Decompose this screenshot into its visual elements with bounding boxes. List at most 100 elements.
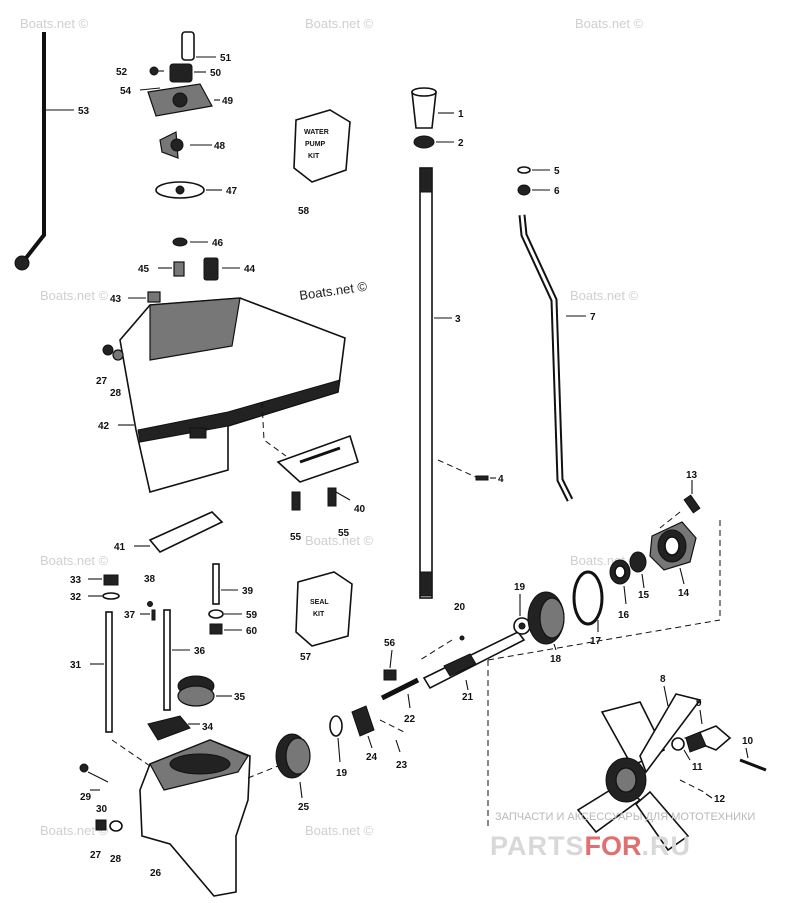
kit-label-pump: PUMP (305, 141, 326, 148)
watermark: Boats.net © (570, 288, 639, 303)
label-28: 28 (110, 388, 122, 399)
part-25-forward-gear (275, 733, 311, 799)
label-56: 56 (384, 638, 396, 649)
kit-label-kit: KIT (313, 611, 325, 618)
part-41-gasket (134, 511, 224, 553)
label-12: 12 (714, 794, 726, 805)
label-46: 46 (212, 238, 224, 249)
label-4: 4 (498, 474, 504, 485)
brand-name-parts: PARTS (490, 831, 585, 861)
part-34-retainer (147, 715, 200, 741)
label-32: 32 (70, 592, 82, 603)
label-42: 42 (98, 421, 110, 432)
watermark-layer: Boats.net © Boats.net © Boats.net © Boat… (20, 16, 644, 838)
label-25: 25 (298, 802, 310, 813)
watermark: Boats.net © (305, 823, 374, 838)
label-19: 19 (514, 582, 526, 593)
watermark-main: Boats.net © (298, 279, 368, 303)
label-38: 38 (144, 574, 156, 585)
label-1: 1 (458, 109, 464, 120)
label-54: 54 (120, 86, 132, 97)
label-21: 21 (462, 692, 474, 703)
assembly-lines (419, 520, 721, 830)
label-49: 49 (222, 96, 234, 107)
label-23: 23 (396, 760, 408, 771)
label-59: 59 (246, 610, 258, 621)
part-40-trim-tab (261, 401, 359, 511)
label-9: 9 (696, 698, 702, 709)
label-34: 34 (202, 722, 214, 733)
label-50: 50 (210, 68, 222, 79)
label-41: 41 (114, 542, 126, 553)
part-8-propeller (576, 685, 702, 852)
label-60: 60 (246, 626, 258, 637)
label-3: 3 (455, 314, 461, 325)
label-37: 37 (124, 610, 136, 621)
label-14: 14 (678, 588, 690, 599)
bearing-carrier-parts (513, 591, 565, 651)
watermark: Boats.net © (40, 553, 109, 568)
label-17: 17 (590, 636, 602, 647)
watermark: Boats.net © (305, 16, 374, 31)
watermark: Boats.net © (40, 288, 109, 303)
label-57: 57 (300, 652, 312, 663)
part-7-shift-rod (517, 166, 586, 502)
kit-label-seal: SEAL (310, 599, 329, 606)
part-3-drive-shaft (419, 167, 452, 599)
label-7: 7 (590, 312, 596, 323)
part-labels: 1 2 3 4 5 6 7 8 9 10 11 12 13 14 15 16 1… (70, 53, 754, 879)
brand-name: PARTSFOR.RU (490, 831, 691, 861)
label-29: 29 (80, 792, 92, 803)
label-10: 10 (742, 736, 754, 747)
part-21-propeller-shaft (422, 630, 526, 691)
label-27: 27 (96, 376, 108, 387)
part-14-bearing-carrier (649, 521, 697, 585)
part-35-pinion-gear (177, 675, 232, 707)
label-44: 44 (244, 264, 256, 275)
part-42-driveshaft-housing (102, 297, 346, 493)
label-18: 18 (550, 654, 562, 665)
seal-kit-box: SEAL KIT (295, 571, 353, 647)
part-4-pin (437, 459, 496, 481)
part-17-o-ring (572, 570, 604, 632)
nuts-washers-left (88, 574, 120, 600)
watermark: Boats.net © (40, 823, 109, 838)
label-48: 48 (214, 141, 226, 152)
label-47: 47 (226, 186, 238, 197)
water-pump-kit-box: WATER PUMP KIT (293, 109, 351, 183)
label-39: 39 (242, 586, 254, 597)
label-28: 28 (110, 854, 122, 865)
water-pump-parts (139, 31, 222, 199)
brand-name-ru: .RU (642, 831, 692, 861)
label-40: 40 (354, 504, 366, 515)
label-24: 24 (366, 752, 378, 763)
clutch-parts (329, 649, 420, 763)
label-53: 53 (78, 106, 90, 117)
part-53-shift-rod (14, 32, 74, 271)
kit-label-kit: KIT (308, 153, 320, 160)
label-8: 8 (660, 674, 666, 685)
label-45: 45 (138, 264, 150, 275)
bearing-parts (609, 551, 647, 605)
propeller-hardware (671, 709, 767, 799)
fasteners-lower-left (79, 763, 123, 832)
label-35: 35 (234, 692, 246, 703)
label-11: 11 (692, 762, 703, 773)
rods-lower (90, 601, 190, 733)
brand-name-for: FOR (585, 831, 642, 861)
label-20: 20 (454, 602, 466, 613)
label-43: 43 (110, 294, 122, 305)
label-13: 13 (686, 470, 698, 481)
label-15: 15 (638, 590, 650, 601)
kit-label-water: WATER (304, 129, 329, 136)
label-16: 16 (618, 610, 630, 621)
brand-subtitle: ЗАПЧАСТИ И АКСЕССУАРЫ ДЛЯ МОТОТЕХНИКИ (495, 811, 755, 823)
label-19: 19 (336, 768, 348, 779)
label-36: 36 (194, 646, 206, 657)
studs-center (208, 563, 242, 635)
bushing-parts (411, 87, 454, 149)
label-6: 6 (554, 186, 560, 197)
watermark: Boats.net © (575, 16, 644, 31)
label-22: 22 (404, 714, 416, 725)
